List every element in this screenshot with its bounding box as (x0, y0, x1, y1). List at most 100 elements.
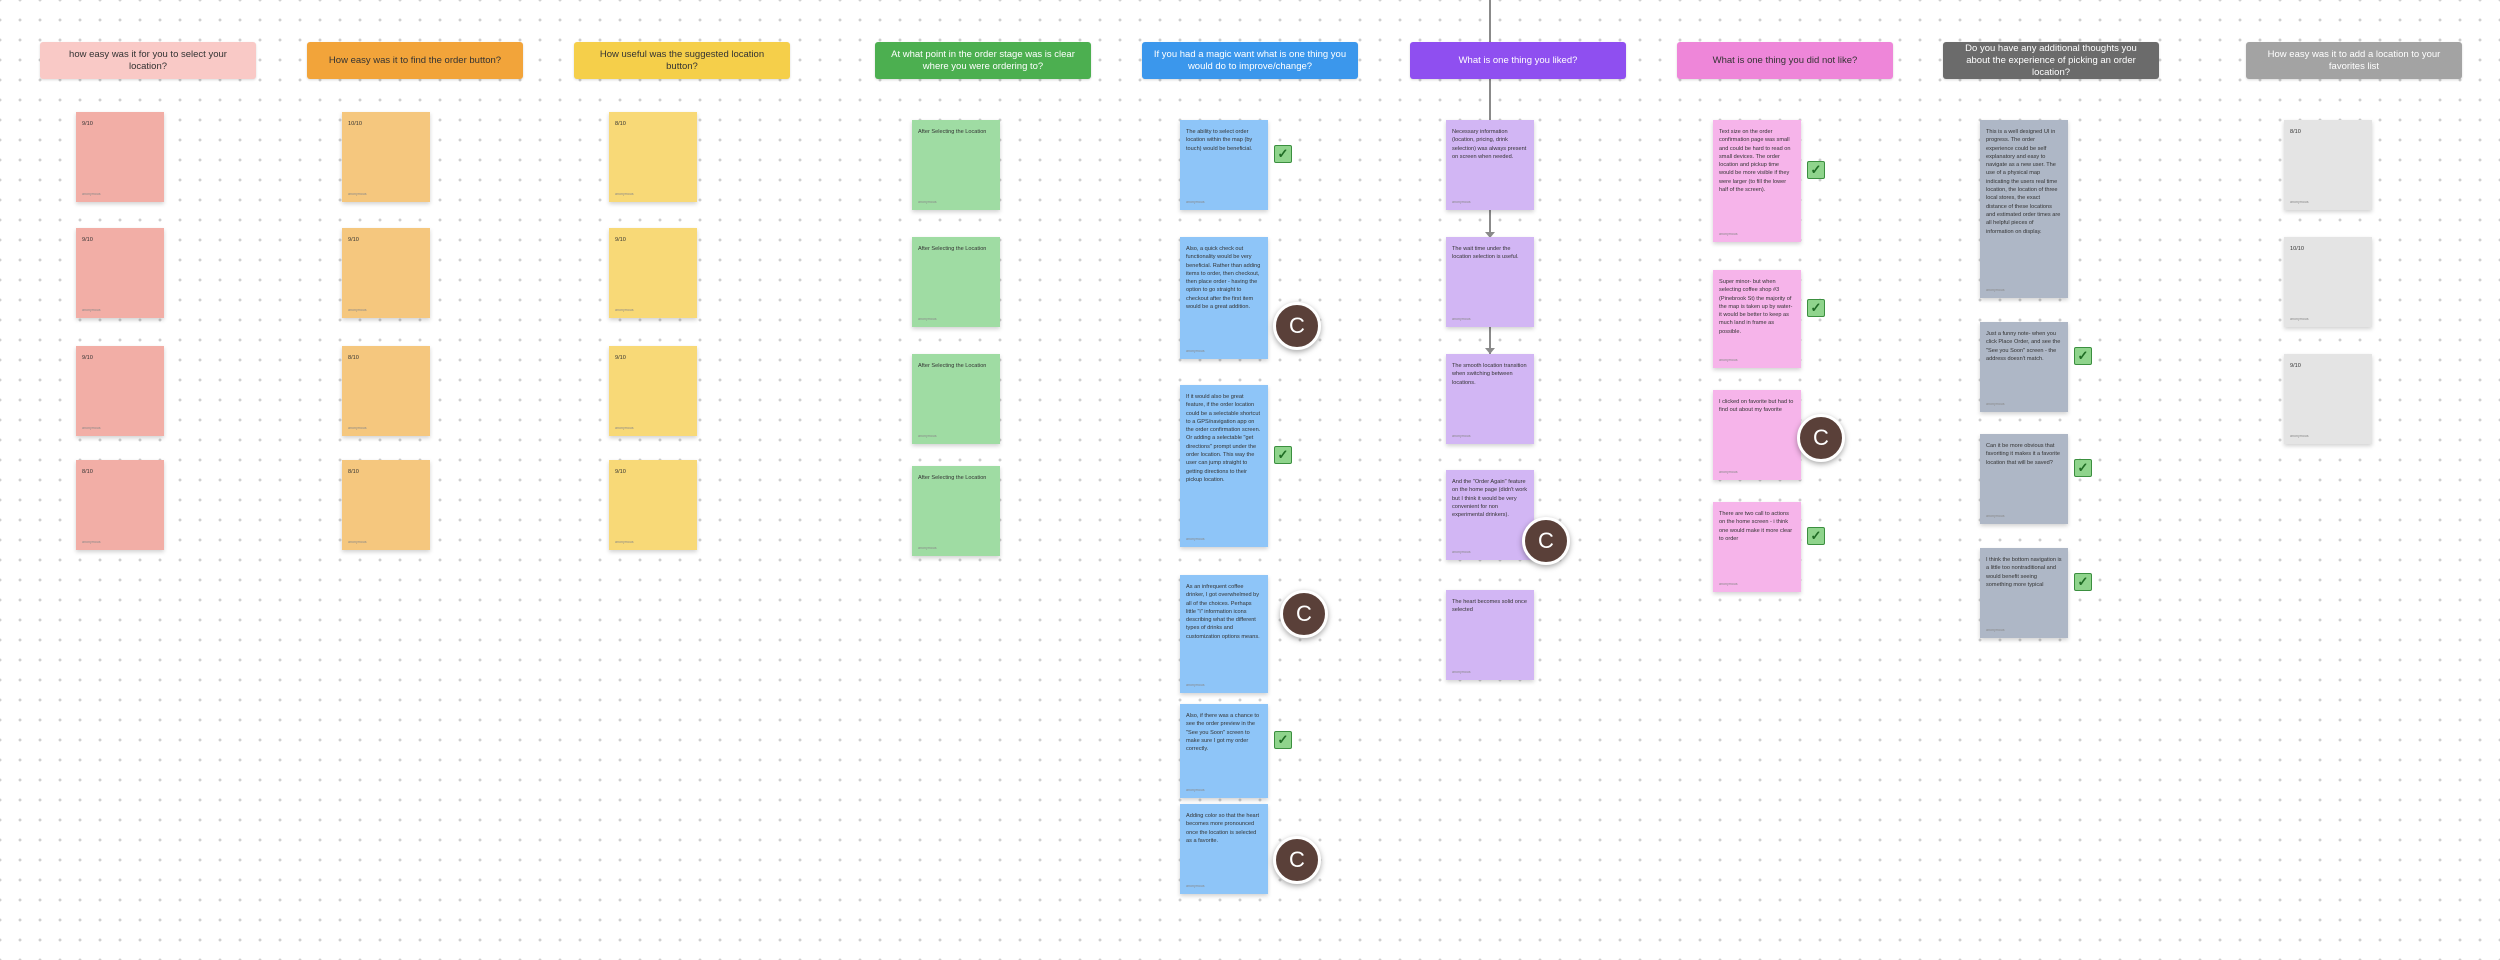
sticky-note-text: And the "Order Again" feature on the hom… (1452, 479, 1528, 519)
sticky-note-text: 8/10 (348, 355, 359, 361)
column-header-label: How easy was it to add a location to you… (2267, 48, 2441, 72)
sticky-note[interactable]: And the "Order Again" feature on the hom… (1446, 470, 1534, 560)
sticky-note[interactable]: Adding color so that the heart becomes m… (1180, 804, 1268, 894)
column-header[interactable]: How easy was it to add a location to you… (2246, 42, 2462, 79)
sticky-note[interactable]: Also, if there was a chance to see the o… (1180, 704, 1268, 798)
user-avatar[interactable]: C (1522, 517, 1570, 565)
sticky-note-text: If it would also be great feature, if th… (1186, 394, 1261, 483)
sticky-note-text: I think the bottom navigation is a littl… (1986, 557, 2062, 588)
sticky-note-text: The wait time under the location selecti… (1452, 246, 1519, 261)
sticky-note[interactable]: Also, a quick check out functionality wo… (1180, 237, 1268, 359)
sticky-note[interactable]: There are two call to actions on the hom… (1713, 502, 1801, 592)
sticky-note-author: anonymous (1452, 434, 1471, 438)
sticky-note-author: anonymous (1186, 788, 1205, 792)
checkmark-icon[interactable]: ✓ (1274, 731, 1292, 749)
sticky-note-text: 9/10 (615, 469, 626, 475)
sticky-note-text: The heart becomes solid once selected (1452, 599, 1527, 614)
sticky-note-author: anonymous (1186, 537, 1205, 541)
user-avatar[interactable]: C (1273, 302, 1321, 350)
sticky-note[interactable]: Super minor- but when selecting coffee s… (1713, 270, 1801, 368)
sticky-note[interactable]: Can it be more obvious that favoriting i… (1980, 434, 2068, 524)
column-header[interactable]: If you had a magic want what is one thin… (1142, 42, 1358, 79)
sticky-note-text: There are two call to actions on the hom… (1719, 511, 1793, 542)
sticky-note-text: After Selecting the Location (918, 246, 987, 252)
sticky-note-text: Text size on the order confirmation page… (1719, 129, 1791, 194)
sticky-note-text: As an infrequent coffee drinker, I got o… (1186, 584, 1260, 640)
sticky-note[interactable]: Just a funny note- when you click Place … (1980, 322, 2068, 412)
sticky-note-author: anonymous (918, 317, 937, 321)
checkmark-icon[interactable]: ✓ (1807, 161, 1825, 179)
column-header[interactable]: how easy was it for you to select your l… (40, 42, 256, 79)
sticky-note-author: anonymous (918, 434, 937, 438)
sticky-note-author: anonymous (348, 308, 367, 312)
sticky-note[interactable]: Necessary information (location, pricing… (1446, 120, 1534, 210)
sticky-note-author: anonymous (615, 308, 634, 312)
sticky-note-author: anonymous (1719, 358, 1738, 362)
checkmark-icon[interactable]: ✓ (2074, 573, 2092, 591)
sticky-note-author: anonymous (918, 200, 937, 204)
sticky-note[interactable]: I clicked on favorite but had to find ou… (1713, 390, 1801, 480)
sticky-note-text: The smooth location transition when swit… (1452, 363, 1527, 386)
user-avatar[interactable]: C (1797, 414, 1845, 462)
checkmark-icon[interactable]: ✓ (1807, 527, 1825, 545)
sticky-note-author: anonymous (1186, 884, 1205, 888)
sticky-note[interactable]: If it would also be great feature, if th… (1180, 385, 1268, 547)
column-header[interactable]: At what point in the order stage was is … (875, 42, 1091, 79)
sticky-note[interactable]: As an infrequent coffee drinker, I got o… (1180, 575, 1268, 693)
checkmark-icon[interactable]: ✓ (1807, 299, 1825, 317)
user-avatar[interactable]: C (1280, 590, 1328, 638)
sticky-note-text: 9/10 (2290, 363, 2301, 369)
sticky-note-text: Just a funny note- when you click Place … (1986, 331, 2061, 362)
column-header-label: How useful was the suggested location bu… (599, 48, 765, 72)
column-header-label: If you had a magic want what is one thin… (1153, 48, 1347, 72)
sticky-note[interactable]: The ability to select order location wit… (1180, 120, 1268, 210)
sticky-note-text: The ability to select order location wit… (1186, 129, 1253, 152)
checkmark-icon[interactable]: ✓ (2074, 347, 2092, 365)
sticky-note[interactable]: I think the bottom navigation is a littl… (1980, 548, 2068, 638)
connector-arrow-icon (1485, 232, 1495, 238)
column-header[interactable]: What is one thing you did not like? (1677, 42, 1893, 79)
sticky-note-author: anonymous (615, 426, 634, 430)
column-header[interactable]: What is one thing you liked? (1410, 42, 1626, 79)
sticky-note[interactable]: This is a well designed UI in progress. … (1980, 120, 2068, 298)
sticky-note[interactable]: The smooth location transition when swit… (1446, 354, 1534, 444)
checkmark-icon[interactable]: ✓ (1274, 446, 1292, 464)
sticky-note-author: anonymous (1719, 470, 1738, 474)
connector-arrow-icon (1485, 348, 1495, 354)
user-avatar[interactable]: C (1273, 836, 1321, 884)
checkmark-icon[interactable]: ✓ (1274, 145, 1292, 163)
column-header[interactable]: Do you have any additional thoughts you … (1943, 42, 2159, 79)
column-header-label: Do you have any additional thoughts you … (1965, 42, 2137, 78)
sticky-note[interactable]: After Selecting the Location anonymous (912, 237, 1000, 327)
sticky-note[interactable]: After Selecting the Location anonymous (912, 354, 1000, 444)
column-header[interactable]: How easy was it to find the order button… (307, 42, 523, 79)
sticky-note-text: 8/10 (348, 469, 359, 475)
sticky-note-text: 9/10 (82, 237, 93, 243)
sticky-note-text: After Selecting the Location (918, 363, 987, 369)
sticky-note-text: 10/10 (2290, 246, 2304, 252)
sticky-note-author: anonymous (1186, 683, 1205, 687)
column-header[interactable]: How useful was the suggested location bu… (574, 42, 790, 79)
checkmark-icon[interactable]: ✓ (2074, 459, 2092, 477)
sticky-note[interactable]: The wait time under the location selecti… (1446, 237, 1534, 327)
sticky-note[interactable]: Text size on the order confirmation page… (1713, 120, 1801, 242)
